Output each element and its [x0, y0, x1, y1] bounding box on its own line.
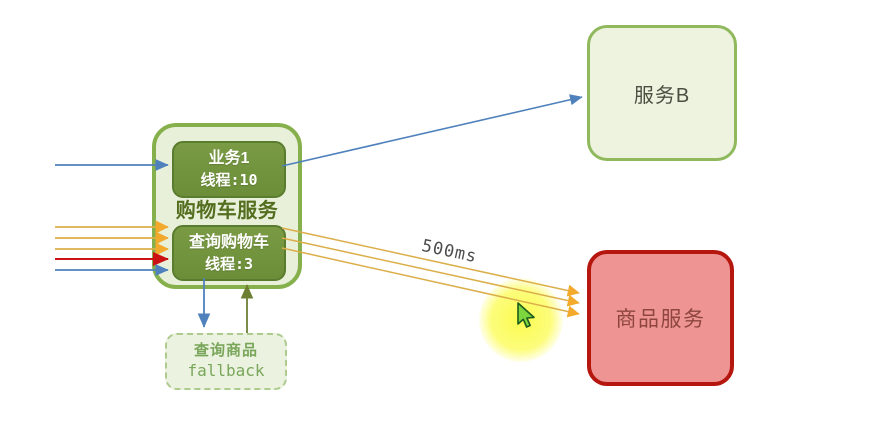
query-cart-thread-box: 查询购物车 线程:3 [172, 225, 286, 281]
business1-thread-box: 业务1 线程:10 [172, 141, 286, 198]
service-b-label: 服务B [633, 84, 691, 107]
query-cart-label: 查询购物车 [188, 233, 269, 251]
cart-service-label: 购物车服务 [175, 200, 279, 222]
arrow-to-product-1 [281, 227, 580, 297]
service-b-box: 服务B [587, 25, 737, 161]
query-cart-thread-count: 线程:3 [204, 254, 254, 273]
business1-thread-count: 线程:10 [200, 171, 258, 190]
cursor-icon [517, 302, 535, 328]
arrow-to-product-2 [281, 237, 580, 307]
arrow-to-product-3 [281, 247, 580, 318]
fallback-box: 查询商品 fallback [165, 333, 287, 390]
business1-label: 业务1 [208, 150, 250, 168]
arrow-to-service-b [281, 94, 583, 167]
fallback-label-cn: 查询商品 [193, 342, 258, 360]
product-service-label: 商品服务 [615, 308, 706, 331]
product-service-box: 商品服务 [587, 250, 734, 386]
fallback-label-en: fallback [187, 360, 265, 380]
